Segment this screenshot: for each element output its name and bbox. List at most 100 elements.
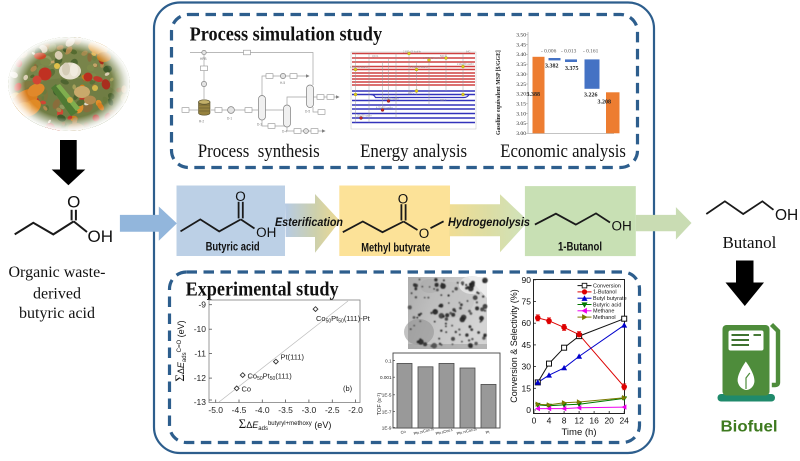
svg-text:4.06E+05 kcal/hr: 4.06E+05 kcal/hr [350,66,368,69]
svg-text:1.2E+05 kcal/hr: 1.2E+05 kcal/hr [355,115,372,118]
svg-text:500 C: 500 C [440,55,447,58]
svg-text:Butyl butyrate: Butyl butyrate [593,296,627,302]
svg-text:ΣΔEadsbutyryl+methoxy (eV): ΣΔEadsbutyryl+methoxy (eV) [239,416,332,432]
svg-text:Conversion & Selectivity (%): Conversion & Selectivity (%) [509,289,519,403]
svg-text:Time (h): Time (h) [561,427,596,438]
svg-text:D-1: D-1 [227,117,232,121]
svg-text:OH: OH [88,227,114,246]
svg-text:TOF (s-1): TOF (s-1) [376,393,384,416]
svg-text:3.375: 3.375 [565,66,579,72]
svg-text:3.50: 3.50 [516,33,526,39]
svg-text:1.77E+05 kcal/hr: 1.77E+05 kcal/hr [423,57,441,60]
svg-text:3.35: 3.35 [516,62,526,68]
svg-text:90: 90 [522,275,532,285]
svg-text:Economic analysis: Economic analysis [500,142,626,162]
svg-text:Biofuel: Biofuel [721,419,778,436]
svg-text:Pt0.5Co0.5: Pt0.5Co0.5 [435,427,453,436]
svg-text:3.05: 3.05 [516,121,526,127]
svg-text:0: 0 [526,405,531,415]
svg-text:O: O [419,226,430,241]
svg-text:24: 24 [619,416,629,426]
svg-text:0.001: 0.001 [380,375,392,380]
svg-text:Pt: Pt [485,429,491,435]
svg-text:-10: -10 [194,324,207,334]
svg-text:Organic waste-: Organic waste- [9,264,106,281]
svg-text:3.45: 3.45 [516,42,526,48]
svg-text:3.388: 3.388 [527,92,541,98]
svg-text:-13: -13 [194,397,207,407]
svg-text:- 0.006: - 0.006 [541,49,557,55]
svg-text:Butyric acid: Butyric acid [593,302,621,308]
svg-text:Process synthesis: Process synthesis [198,142,320,162]
svg-text:8.9E+05 kcal/hr: 8.9E+05 kcal/hr [382,98,399,101]
svg-text:Butyric acid: Butyric acid [206,240,260,254]
svg-text:Energy analysis: Energy analysis [360,142,467,162]
svg-text:R-2: R-2 [199,120,204,124]
svg-text:OH: OH [775,207,798,224]
svg-text:- 0.161: - 0.161 [583,49,599,55]
svg-text:Co50Pt50(111)-Pt: Co50Pt50(111)-Pt [316,314,371,325]
svg-text:-4.5: -4.5 [232,405,247,415]
svg-text:2.2E+05 kcal/hr: 2.2E+05 kcal/hr [457,63,474,66]
svg-text:-4.0: -4.0 [255,405,270,415]
svg-text:Conversion: Conversion [593,283,621,289]
svg-text:-2.0: -2.0 [348,405,363,415]
svg-text:H-5: H-5 [280,81,285,85]
svg-text:0.1: 0.1 [385,359,392,364]
svg-text:Co: Co [400,429,407,435]
svg-text:1-Butanol: 1-Butanol [593,290,617,296]
svg-text:ΣΔEadsC=O (eV): ΣΔEadsC=O (eV) [172,320,188,381]
svg-text:60: 60 [522,318,532,328]
svg-text:Butanol: Butanol [722,233,776,252]
svg-text:1E-5: 1E-5 [382,393,392,398]
svg-text:-2.5: -2.5 [325,405,340,415]
svg-text:3.20: 3.20 [516,92,526,98]
svg-text:OH: OH [256,225,276,240]
svg-text:75: 75 [522,297,532,307]
svg-text:-3.0: -3.0 [302,405,317,415]
svg-text:Gasoline equivalent MSP [$/GGE: Gasoline equivalent MSP [$/GGE] [495,50,502,135]
svg-text:3.25: 3.25 [516,82,526,88]
svg-text:O: O [235,189,246,204]
svg-text:Co: Co [242,385,252,394]
svg-text:20: 20 [604,416,614,426]
svg-text:-12: -12 [194,373,207,383]
svg-text:Process simulation study: Process simulation study [190,24,383,46]
svg-text:1E-7: 1E-7 [382,410,392,415]
svg-text:3.10: 3.10 [516,111,526,117]
svg-text:-3.5: -3.5 [278,405,293,415]
svg-text:1.06E+06 kcal/hr: 1.06E+06 kcal/hr [410,66,428,69]
svg-text:3.208: 3.208 [598,100,612,106]
svg-text:4: 4 [547,416,552,426]
svg-text:-5.0: -5.0 [208,405,223,415]
svg-text:O: O [398,191,409,206]
svg-text:Methane: Methane [593,309,614,315]
svg-text:D-5: D-5 [305,110,310,114]
svg-text:15: 15 [522,383,532,393]
svg-text:250 C: 250 C [408,91,415,94]
svg-text:derived: derived [33,286,81,303]
svg-text:Methanol: Methanol [593,315,616,321]
svg-text:1-Butanol: 1-Butanol [558,240,602,254]
svg-text:3.30: 3.30 [516,72,526,78]
svg-text:-11: -11 [194,349,206,359]
svg-text:Experimental study: Experimental study [186,280,339,301]
svg-text:3.382: 3.382 [545,64,559,70]
svg-text:4.7E+05 kcal/hr: 4.7E+05 kcal/hr [376,107,393,110]
svg-text:45: 45 [522,340,532,350]
svg-text:3.15: 3.15 [516,102,526,108]
svg-text:Pt(111): Pt(111) [281,353,305,362]
svg-text:Hydrogenolysis: Hydrogenolysis [448,217,530,229]
svg-text:OH: OH [612,219,632,234]
svg-text:2.69E+06 kcal/hr: 2.69E+06 kcal/hr [403,50,421,53]
svg-text:QC=1: QC=1 [372,55,379,58]
svg-text:3.226: 3.226 [584,93,598,99]
svg-text:64C: 64C [466,50,471,53]
svg-text:Methyl butyrate: Methyl butyrate [361,241,430,255]
svg-text:Co50Pt50(111): Co50Pt50(111) [248,372,293,383]
svg-text:16: 16 [589,416,599,426]
svg-text:1E-9: 1E-9 [382,426,392,431]
svg-text:(b): (b) [343,384,353,393]
svg-text:30: 30 [522,362,532,372]
svg-text:HPB: HPB [200,57,207,61]
